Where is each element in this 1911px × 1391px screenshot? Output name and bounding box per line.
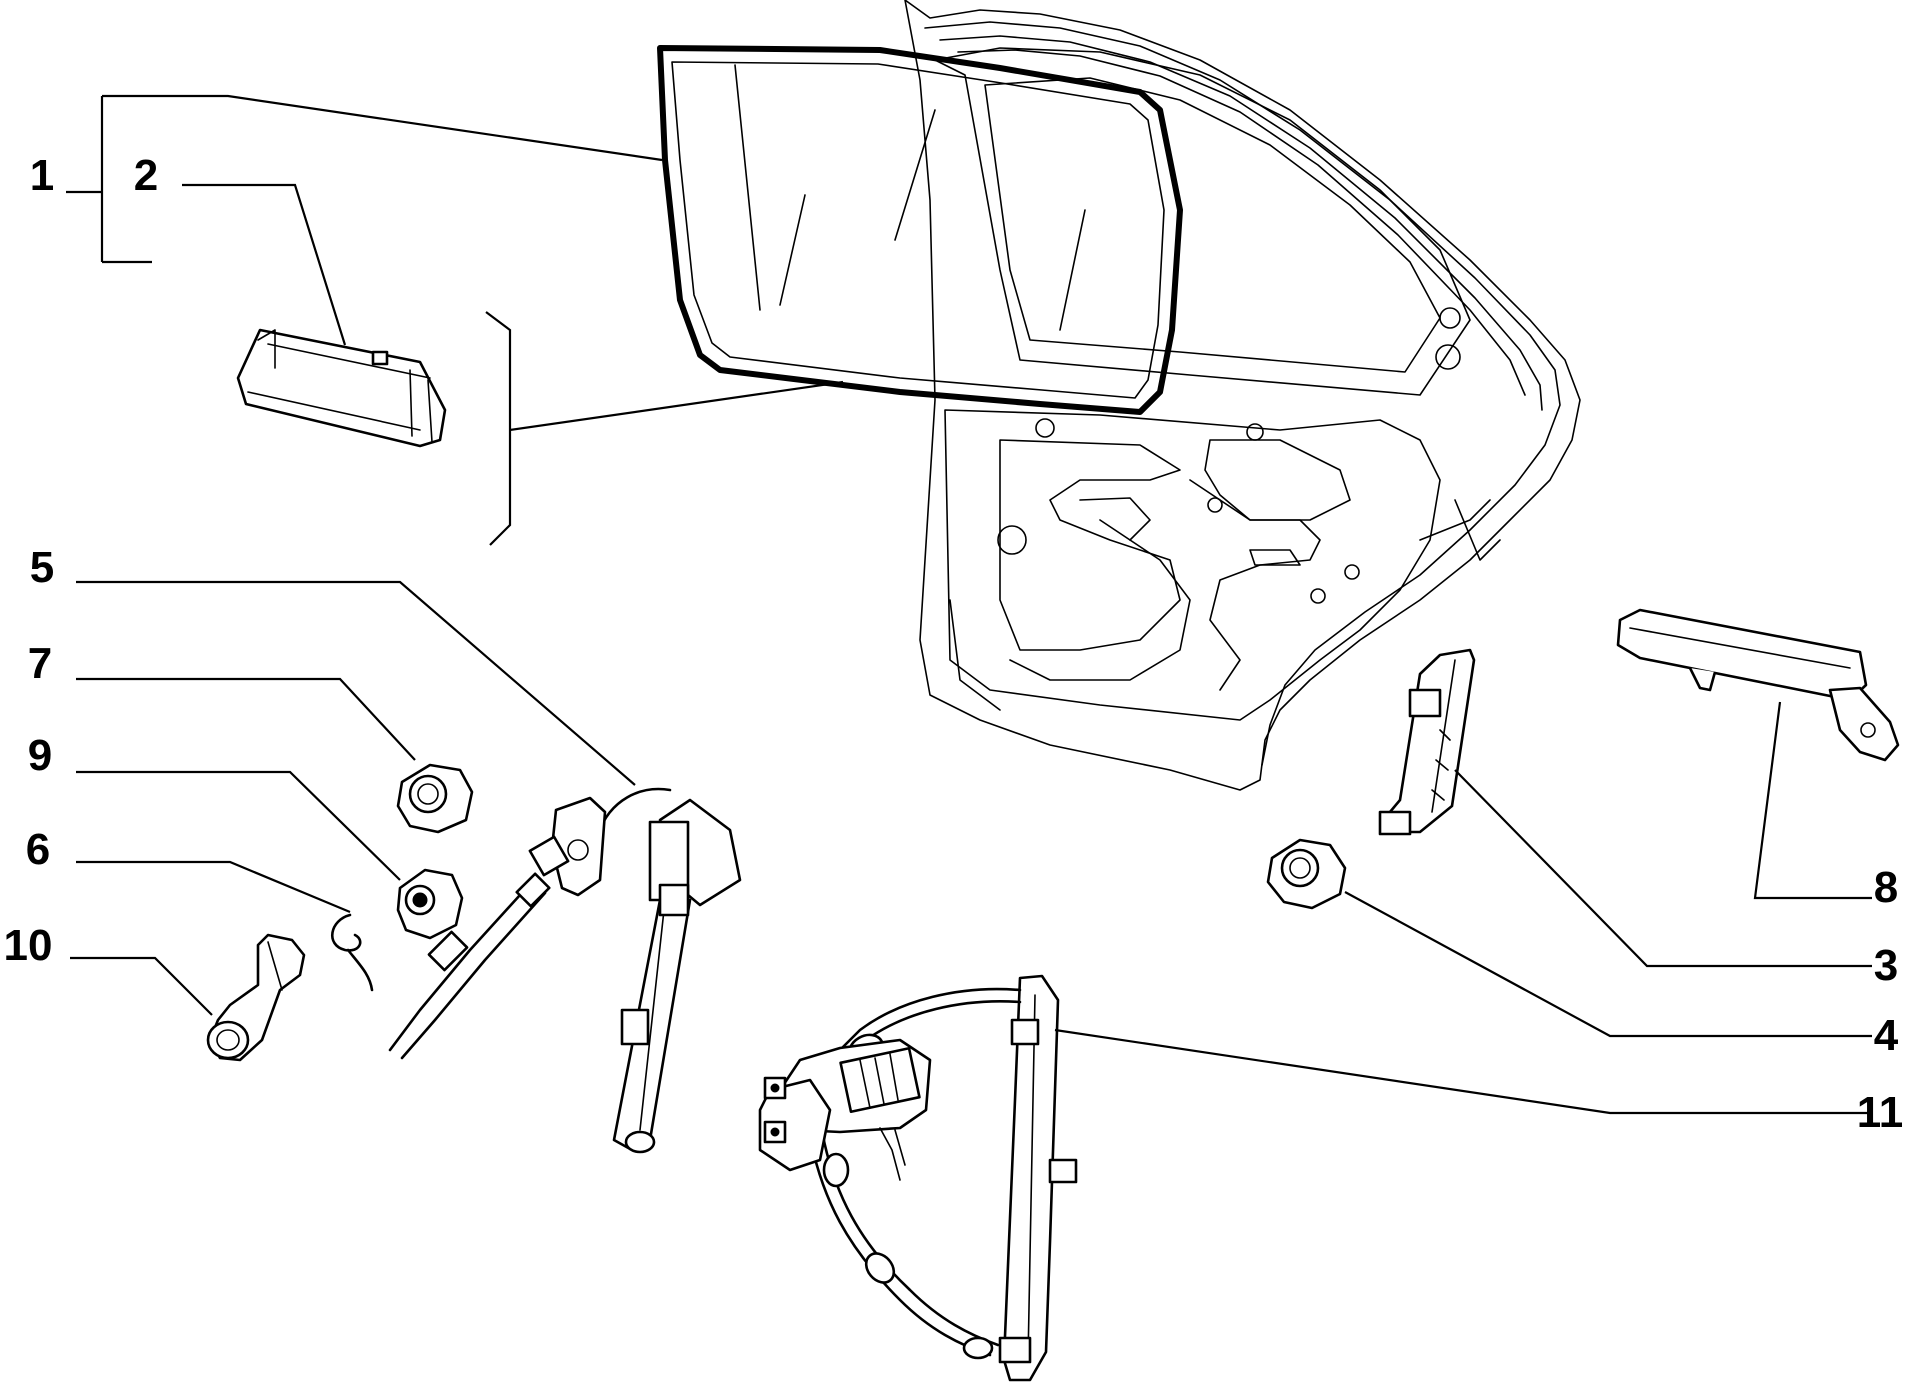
- callout-10: 10: [3, 921, 53, 970]
- callout-1: 1: [29, 151, 55, 200]
- window-glass: [657, 45, 1183, 415]
- electric-regulator-part: [758, 974, 1078, 1382]
- nut-part-4: [1266, 838, 1347, 910]
- callout-11: 11: [1856, 1088, 1904, 1137]
- nut-part-7: [396, 763, 474, 834]
- callout-6: 6: [25, 825, 51, 874]
- callout-2: 2: [133, 151, 159, 200]
- guide-rail-part: [1378, 648, 1476, 836]
- crank-handle-part: [206, 933, 306, 1062]
- manual-regulator-part: [388, 787, 742, 1154]
- callout-4: 4: [1873, 1011, 1899, 1060]
- bushing-part-9: [396, 868, 464, 940]
- callout-8: 8: [1873, 863, 1899, 912]
- callout-7: 7: [27, 639, 53, 688]
- spring-clip-part: [330, 913, 374, 992]
- rear-door-shell: [904, 0, 1581, 791]
- callout-5: 5: [29, 543, 55, 592]
- leader-lines: [66, 94, 1872, 1115]
- callout-3: 3: [1873, 941, 1899, 990]
- glass-channel-part: [236, 328, 447, 448]
- trim-bracket-part: [1616, 608, 1900, 762]
- callout-9: 9: [27, 731, 53, 780]
